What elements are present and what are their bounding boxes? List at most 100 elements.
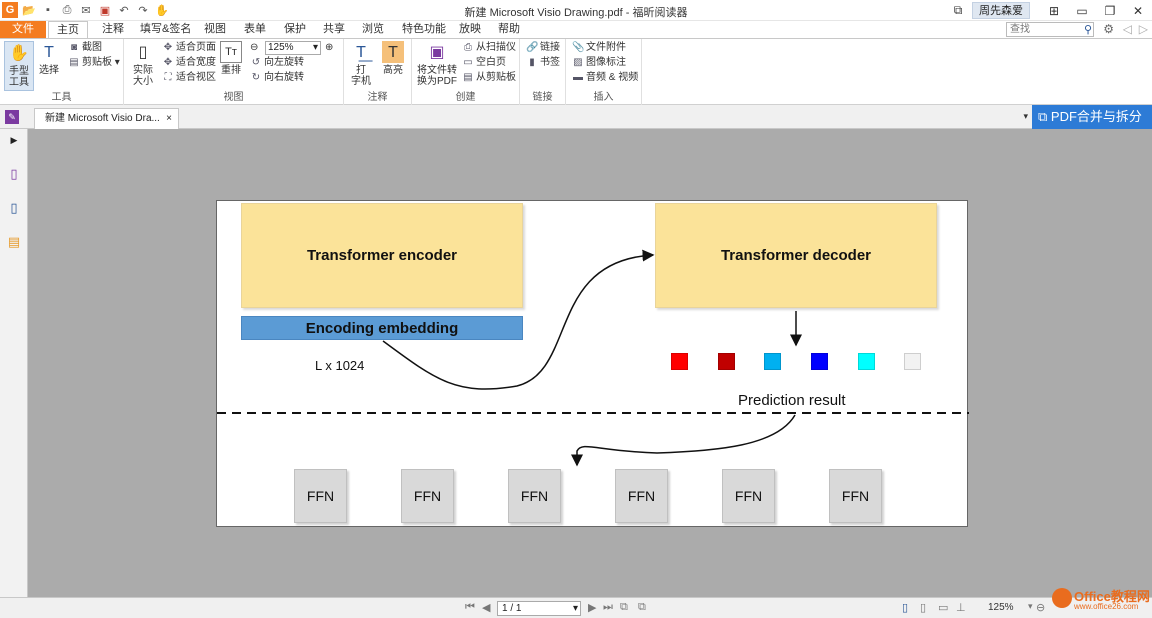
close-tab-icon[interactable]: × <box>166 113 172 124</box>
tab-comment[interactable]: 注释 <box>102 23 124 35</box>
media-icon: ▬ <box>573 72 583 83</box>
close-icon[interactable]: ✕ <box>1132 3 1144 18</box>
email-icon[interactable]: ✉ <box>81 4 91 17</box>
link-button[interactable]: 🔗链接 <box>526 42 560 53</box>
tab-browse[interactable]: 浏览 <box>362 23 384 35</box>
quick-access-toolbar: G 📂 ▪ ⎙ ✉ ▣ ↶ ↷ ✋ <box>2 2 170 18</box>
search-input[interactable]: 查找 <box>1006 22 1094 37</box>
encoder-box: Transformer encoder <box>241 203 523 308</box>
save-icon[interactable]: ▪ <box>46 4 50 16</box>
gear-icon[interactable]: ⚙ <box>1103 22 1114 36</box>
reflow-icon: Tт <box>220 41 242 63</box>
typewriter-button[interactable]: T͟ 打 字机 <box>348 41 374 91</box>
text-select-icon: T <box>44 43 54 61</box>
tab-protect[interactable]: 保护 <box>284 23 306 35</box>
audio-video-button[interactable]: ▬音频 & 视频 <box>573 72 639 83</box>
last-page-icon[interactable]: ⏭ <box>603 601 613 613</box>
tab-form[interactable]: 表单 <box>244 23 266 35</box>
tab-slideshow[interactable]: 放映 <box>459 23 481 35</box>
ribbon-display-icon[interactable]: ⧉ <box>953 3 963 17</box>
clipboard-button[interactable]: ▤剪贴板 ▾ <box>69 57 120 68</box>
tab-fill-sign[interactable]: 填写&签名 <box>140 23 192 35</box>
decoder-box: Transformer decoder <box>655 203 937 308</box>
user-account-button[interactable]: 周先森爱 <box>972 2 1030 19</box>
restore-icon[interactable]: ❐ <box>1104 3 1116 18</box>
zoom-select[interactable]: 125%▾ <box>265 41 321 55</box>
highlight-button[interactable]: T 高亮 <box>380 41 406 81</box>
select-tool-button[interactable]: T 选择 <box>36 41 62 91</box>
hand-tool-button[interactable]: ✋ 手型 工具 <box>4 41 34 91</box>
rotate-right-button[interactable]: ↻向右旋转 <box>251 72 304 83</box>
tab-help[interactable]: 帮助 <box>498 23 520 35</box>
prediction-square <box>858 353 875 370</box>
page-thumbnail-icon[interactable]: ▯ <box>10 166 18 181</box>
redo-icon[interactable]: ↷ <box>138 4 148 17</box>
group-label-create: 创建 <box>455 92 476 103</box>
group-create: ▣ 将文件转 换为PDF ⎙从扫描仪 ▭空白页 ▤从剪贴板 创建 <box>412 39 520 105</box>
actual-size-button[interactable]: ▯ 实际 大小 <box>130 41 156 91</box>
open-icon[interactable]: 📂 <box>22 4 36 17</box>
file-attachment-button[interactable]: 📎文件附件 <box>572 42 626 53</box>
status-bar: ⏮ ◀ 1 / 1▾ ▶ ⏭ ⧉ ⧉ ▯ ▯ ▭ ⊥ 125% ▾ ⊖ Offi… <box>0 588 1152 618</box>
tab-view[interactable]: 视图 <box>204 23 226 35</box>
blank-page-button[interactable]: ▭空白页 <box>463 57 506 68</box>
zoom-out-icon[interactable]: ⊖ <box>250 42 259 53</box>
pdf-icon[interactable]: ▣ <box>99 4 111 17</box>
attachment-icon: 📎 <box>572 42 585 53</box>
split-view-icon[interactable]: ⊥ <box>956 602 966 614</box>
single-page-icon[interactable]: ▯ <box>902 602 909 614</box>
screenshot-button[interactable]: ◙截图 <box>68 41 102 55</box>
pages-panel-icon[interactable]: ▯ <box>10 200 18 215</box>
search-icon[interactable]: ⚲ <box>1083 24 1092 36</box>
zoom-level[interactable]: 125% <box>988 602 1014 613</box>
group-label-link: 链接 <box>532 92 553 103</box>
continuous-page-icon[interactable]: ▯ <box>920 602 927 614</box>
ffn-box: FFN <box>615 469 668 523</box>
zoom-dropdown-icon[interactable]: ▾ <box>1028 601 1033 611</box>
app-logo-icon[interactable]: G <box>2 2 18 18</box>
rotate-left-button[interactable]: ↺向左旋转 <box>251 57 304 68</box>
fit-visible-button[interactable]: ⛶适合视区 <box>162 71 217 85</box>
hand-tool-icon[interactable]: ✋ <box>155 4 169 17</box>
blank-page-icon: ▭ <box>463 57 473 68</box>
fit-width-button[interactable]: ✥适合宽度 <box>163 57 216 68</box>
dims-label: L x 1024 <box>315 358 365 373</box>
image-annotation-button[interactable]: ▨图像标注 <box>573 57 626 68</box>
zoom-out-status-icon[interactable]: ⊖ <box>1036 602 1046 614</box>
nav-forward-icon[interactable]: ▷ <box>1138 22 1148 36</box>
connector-layer <box>217 249 969 467</box>
undo-icon[interactable]: ↶ <box>119 4 129 17</box>
reflow-button[interactable]: Tт 重排 <box>220 41 242 81</box>
bookmark-button[interactable]: ▮书签 <box>526 56 560 70</box>
first-page-icon[interactable]: ⏮ <box>465 601 475 613</box>
chevron-down-icon: ▾ <box>572 603 578 614</box>
tab-share[interactable]: 共享 <box>323 23 345 35</box>
paste-icon: ▤ <box>463 72 473 83</box>
nav-back-icon[interactable]: ◁ <box>1122 22 1132 36</box>
merge-icon: ⧉ <box>1038 109 1051 124</box>
convert-to-pdf-button[interactable]: ▣ 将文件转 换为PDF <box>416 41 458 91</box>
prediction-square <box>764 353 781 370</box>
tab-file[interactable]: 文件 <box>0 21 46 38</box>
document-tab[interactable]: 新建 Microsoft Visio Dra... × <box>34 108 179 129</box>
from-scanner-button[interactable]: ⎙从扫描仪 <box>464 42 516 53</box>
layout-grid-icon[interactable]: ⊞ <box>1048 3 1060 18</box>
next-page-icon[interactable]: ▶ <box>588 602 597 614</box>
tab-features[interactable]: 特色功能 <box>402 23 446 35</box>
prev-view-icon[interactable]: ⧉ <box>620 601 628 613</box>
print-icon[interactable]: ⎙ <box>62 3 72 16</box>
prev-page-icon[interactable]: ◀ <box>482 602 491 614</box>
facing-page-icon[interactable]: ▭ <box>938 602 949 614</box>
minimize-icon[interactable]: ▭ <box>1076 3 1088 18</box>
fit-page-icon: ✥ <box>163 42 173 53</box>
comments-panel-icon[interactable]: ▤ <box>7 234 21 249</box>
pdf-merge-split-button[interactable]: ⧉ PDF合并与拆分 <box>1032 105 1152 129</box>
from-clipboard-button[interactable]: ▤从剪贴板 <box>463 72 516 83</box>
next-view-icon[interactable]: ⧉ <box>638 601 646 613</box>
expand-panel-icon[interactable]: ▶ <box>10 135 18 145</box>
tab-home[interactable]: 主页 <box>48 21 88 39</box>
tab-list-dropdown-icon[interactable]: ▾ <box>1023 111 1028 121</box>
fit-page-button[interactable]: ✥适合页面 <box>163 42 216 53</box>
zoom-in-icon[interactable]: ⊕ <box>325 42 334 53</box>
page-number-input[interactable]: 1 / 1▾ <box>497 601 581 616</box>
